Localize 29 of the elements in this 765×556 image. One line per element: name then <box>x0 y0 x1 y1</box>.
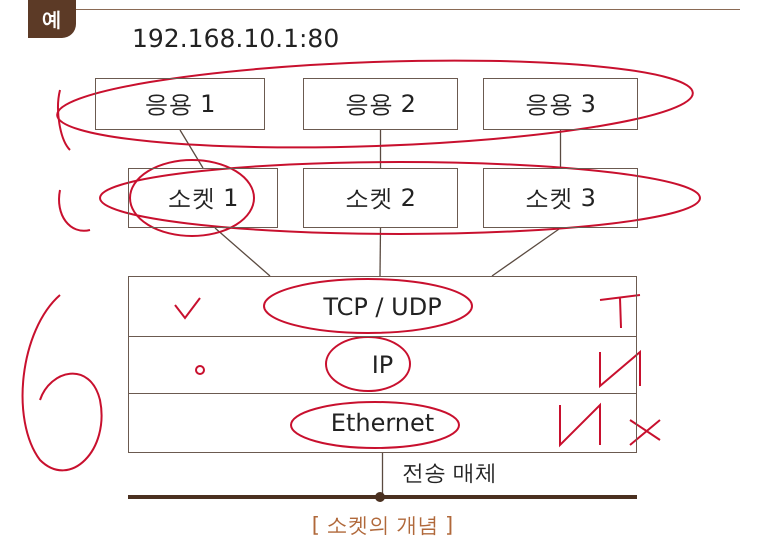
medium-label: 전송 매체 <box>402 461 497 487</box>
box-label: 응용 3 <box>525 89 596 120</box>
component-box <box>483 78 638 130</box>
box-label: TCP / UDP <box>323 292 442 322</box>
component-box <box>303 168 458 228</box>
connector-line <box>214 228 270 276</box>
component-box <box>303 78 458 130</box>
box-label: IP <box>372 350 394 381</box>
box-label: 소켓 3 <box>525 183 596 214</box>
box-label: 응용 2 <box>345 89 416 120</box>
connector-line <box>380 130 382 168</box>
protocol-layer-band <box>128 336 637 393</box>
component-box <box>483 168 638 228</box>
figure-caption: [ 소켓의 개념 ] <box>310 512 454 539</box>
connector-line <box>379 228 382 276</box>
protocol-layer-band <box>128 276 637 336</box>
box-label: 소켓 2 <box>345 183 416 214</box>
box-label: Ethernet <box>330 408 434 439</box>
connector-line <box>560 130 562 168</box>
example-tab: 예 <box>28 0 76 38</box>
connector-line <box>179 130 204 168</box>
component-box <box>128 168 278 228</box>
box-label: 응용 1 <box>144 89 216 120</box>
connector-line <box>492 227 561 277</box>
address-text: 192.168.10.1:80 <box>132 24 340 54</box>
component-box <box>95 78 265 130</box>
protocol-layer-band <box>128 393 637 453</box>
box-label: 소켓 1 <box>168 183 238 214</box>
connector-line <box>382 453 384 495</box>
